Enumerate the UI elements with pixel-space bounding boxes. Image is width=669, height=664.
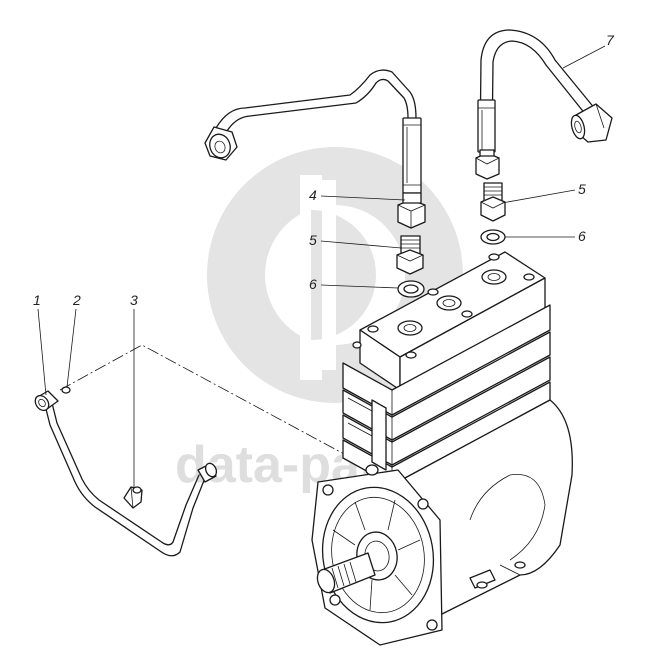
union-fitting-5-left [396,235,424,275]
pipe-end-fitting [34,390,59,412]
callout-number: 6 [578,228,586,244]
head-port-right [481,269,507,285]
drive-shaft [316,552,376,594]
head-bolt [405,351,417,359]
callout-5-right: 5 [501,181,586,204]
air-compressor [311,251,573,646]
callout-3: 3 [130,292,138,488]
callout-number: 6 [309,276,317,292]
mounting-bolt [514,561,526,569]
hose-nut-4 [397,192,426,229]
callout-1: 1 [33,292,47,396]
callout-7: 7 [562,32,615,69]
upper-right-pipe-7 [475,29,613,245]
sealing-washer-6-right [480,229,506,245]
callout-number: 7 [606,32,615,48]
flange-bolt-hole [329,594,341,606]
callout-4: 4 [309,187,406,203]
callout-number: 5 [309,232,317,248]
callout-number: 1 [33,292,41,308]
callout-6-left: 6 [309,276,399,292]
callout-number: 5 [578,181,586,197]
upper-left-pipe [204,69,426,298]
front-flange [311,469,443,646]
sealing-washer-6-left [397,280,425,298]
callout-number: 4 [309,187,317,203]
pipe-inlet-port [365,464,379,476]
flange-bolt-hole [426,619,438,631]
head-bolt [367,325,379,333]
head-port-left [397,320,423,336]
head-port-center [436,295,462,311]
flange-bolt-hole [322,484,334,496]
cylinder-fins [342,304,551,486]
pipe-right-fitting [197,462,218,483]
left-pipe-assembly [34,386,218,557]
flange-bolt-hole [417,498,429,510]
callout-number: 2 [72,292,81,308]
union-fitting-5-right [480,182,506,222]
callout-number: 3 [130,292,138,308]
head-bolt [461,310,473,318]
mounting-bolt [476,581,488,589]
head-bolt [488,253,500,261]
head-bolt [523,273,535,281]
callout-6-right: 6 [505,228,586,244]
head-bolt [427,288,439,296]
callout-2: 2 [66,292,81,388]
pipe-7-end-elbow [570,103,613,143]
upper-pipe-end-nut [204,126,238,161]
pipe-clip-3 [123,486,143,509]
assembly-centerline [59,344,371,469]
head-bolt [352,341,362,349]
callout-5-left: 5 [309,232,402,249]
